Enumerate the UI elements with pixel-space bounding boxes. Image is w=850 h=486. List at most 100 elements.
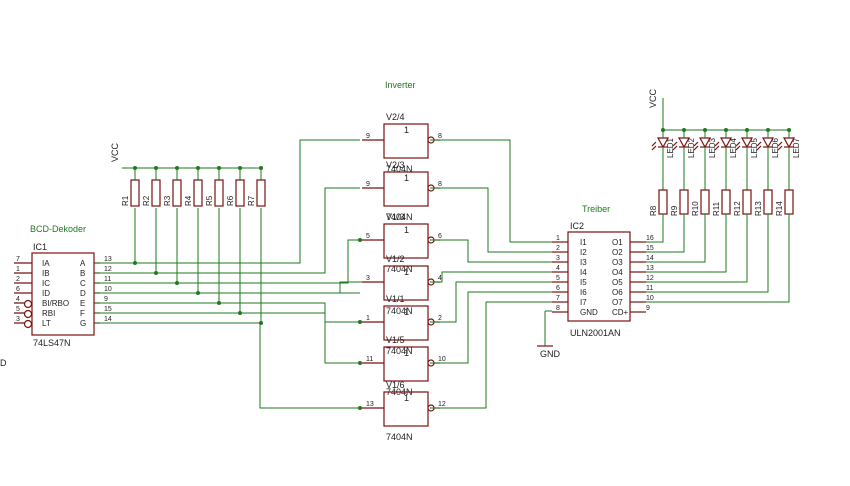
stray-label: D: [0, 358, 7, 368]
ic1-bubble-bi: [23, 299, 33, 309]
ic2-type: ULN2001AN: [570, 328, 621, 338]
svg-text:9: 9: [366, 133, 370, 140]
svg-text:7: 7: [556, 295, 560, 302]
svg-text:G: G: [80, 319, 86, 328]
led-1: LED1: [651, 128, 675, 190]
svg-text:I1: I1: [580, 238, 587, 247]
led-7: LED7: [777, 128, 801, 190]
resistor-r2: R2: [142, 166, 161, 207]
svg-text:I7: I7: [580, 298, 587, 307]
svg-text:E: E: [80, 299, 85, 308]
svg-text:1: 1: [366, 315, 370, 322]
svg-text:C: C: [80, 279, 86, 288]
ic1-pin-ic: 2 IC: [14, 276, 50, 288]
svg-text:IB: IB: [42, 269, 50, 278]
svg-text:V1/2: V1/2: [386, 254, 405, 264]
resistor-r8: R8: [649, 189, 668, 216]
svg-text:11: 11: [366, 356, 373, 363]
svg-text:R2: R2: [142, 195, 151, 206]
svg-text:V1/1: V1/1: [386, 294, 405, 304]
svg-text:LED5: LED5: [750, 137, 759, 158]
resistor-r13: R13: [754, 189, 773, 216]
svg-text:14: 14: [646, 255, 654, 262]
svg-text:8: 8: [556, 305, 560, 312]
svg-text:1: 1: [556, 235, 560, 242]
svg-text:10: 10: [438, 356, 446, 363]
svg-text:O6: O6: [612, 288, 623, 297]
svg-text:7404N: 7404N: [386, 164, 413, 174]
svg-text:10: 10: [104, 286, 112, 293]
svg-text:11: 11: [104, 276, 111, 283]
svg-text:F: F: [80, 309, 85, 318]
svg-text:V2/4: V2/4: [386, 112, 405, 122]
svg-text:V1/6: V1/6: [386, 380, 405, 390]
svg-text:R4: R4: [184, 195, 193, 206]
svg-text:7404N: 7404N: [386, 212, 413, 222]
inverter-title: Inverter: [385, 80, 416, 90]
svg-text:V1/3: V1/3: [386, 212, 405, 222]
wires: [95, 139, 790, 410]
svg-text:LED3: LED3: [708, 137, 717, 158]
ic1-bubble-lt: [23, 319, 33, 329]
resistor-r3: R3: [163, 166, 182, 207]
svg-text:I3: I3: [580, 258, 587, 267]
svg-text:R12: R12: [733, 201, 742, 216]
svg-text:4: 4: [438, 275, 442, 282]
resistor-r11: R11: [712, 189, 731, 216]
resistor-r1: R1: [121, 166, 140, 207]
svg-text:I6: I6: [580, 288, 587, 297]
svg-text:R7: R7: [247, 195, 256, 206]
led-2: LED2: [672, 128, 696, 190]
svg-text:3: 3: [556, 255, 560, 262]
svg-text:R14: R14: [775, 201, 784, 216]
svg-text:R6: R6: [226, 195, 235, 206]
svg-text:V1/5: V1/5: [386, 335, 405, 345]
svg-text:IC: IC: [42, 279, 50, 288]
svg-text:R3: R3: [163, 195, 172, 206]
svg-text:12: 12: [104, 266, 112, 273]
svg-text:B: B: [80, 269, 85, 278]
svg-text:2: 2: [16, 276, 20, 283]
svg-text:1: 1: [404, 393, 409, 403]
svg-text:13: 13: [366, 401, 374, 408]
resistor-r6: R6: [226, 166, 245, 207]
svg-text:LED1: LED1: [666, 137, 675, 158]
svg-text:I5: I5: [580, 278, 587, 287]
svg-text:1: 1: [404, 307, 409, 317]
ic2-pin-i7: 7 I7: [552, 295, 587, 307]
svg-text:LT: LT: [42, 319, 51, 328]
svg-text:LED2: LED2: [687, 137, 696, 158]
svg-text:1: 1: [404, 173, 409, 183]
decoder-title: BCD-Dekoder: [30, 224, 86, 234]
resistor-r12: R12: [733, 189, 752, 216]
gnd-symbol: GND: [537, 310, 561, 359]
svg-text:O7: O7: [612, 298, 623, 307]
svg-text:2: 2: [556, 245, 560, 252]
ic2-pin-i1: 1 I1: [552, 235, 587, 247]
svg-text:V2/3: V2/3: [386, 160, 405, 170]
svg-text:1: 1: [404, 225, 409, 235]
svg-text:RBI: RBI: [42, 309, 55, 318]
led-5: LED5: [735, 128, 759, 190]
svg-text:7404N: 7404N: [386, 264, 413, 274]
svg-text:4: 4: [16, 296, 20, 303]
ic1-type: 74LS47N: [33, 338, 71, 348]
svg-text:I2: I2: [580, 248, 587, 257]
